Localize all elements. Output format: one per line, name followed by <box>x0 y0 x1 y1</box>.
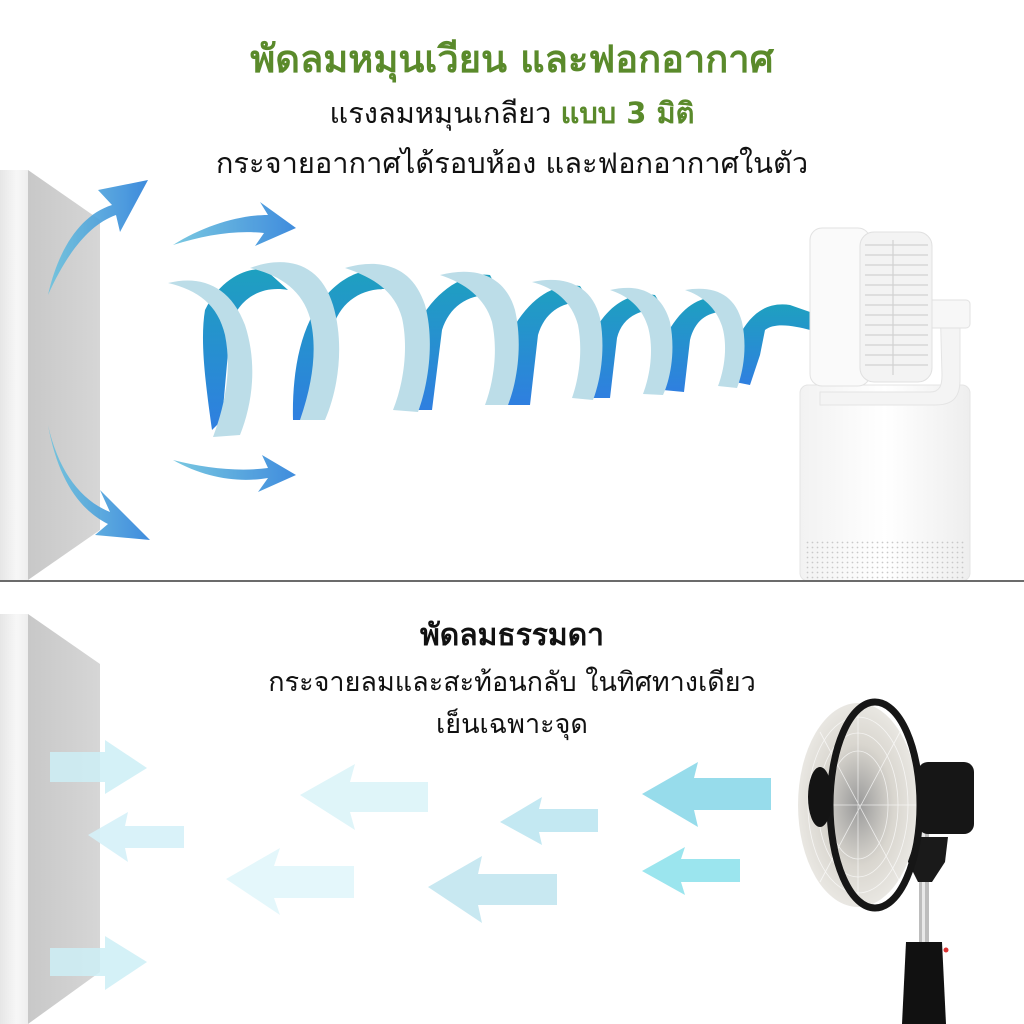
arrow-left-icon <box>300 764 428 830</box>
standard-fan-title: พัดลมธรรมดา <box>419 618 605 653</box>
standard-stand-fan <box>798 698 974 1024</box>
arrow-right-icon <box>50 936 147 990</box>
circulator-subtitle-line1: แรงลมหมุนเกลียว แบบ 3 มิติ <box>0 90 1024 136</box>
arrow-bottom-right-icon <box>173 455 296 492</box>
arrow-up-left-icon <box>48 180 148 295</box>
standard-fan-subtitle-line2: เย็นเฉพาะจุด <box>436 709 588 740</box>
circulator-title: พัดลมหมุนเวียน และฟอกอากาศ <box>250 37 774 81</box>
circulator-fan-panel: พัดลมหมุนเวียน และฟอกอากาศ แรงลมหมุนเกลี… <box>0 37 1024 581</box>
straight-arrows <box>50 740 771 990</box>
standard-fan-illustration <box>0 614 974 1024</box>
spiral-airflow <box>168 262 810 437</box>
circulator-subtitle-line2: กระจายอากาศได้รอบห้อง และฟอกอากาศในตัว <box>215 146 809 180</box>
arrow-left-icon <box>500 797 598 845</box>
subtitle-prefix: แรงลมหมุนเกลียว <box>329 96 561 130</box>
arrow-left-icon <box>428 856 557 923</box>
arrow-left-icon <box>642 847 740 895</box>
subtitle-accent-3d: แบบ 3 มิติ <box>560 96 695 130</box>
standard-fan-panel: พัดลมธรรมดา กระจายลมและสะท้อนกลับ ในทิศท… <box>0 582 1024 1024</box>
wall-block <box>0 170 100 580</box>
arrow-down-left-icon <box>48 425 150 540</box>
arrow-left-icon <box>642 762 771 827</box>
arrow-left-icon <box>226 848 354 915</box>
circulator-air-purifier-fan <box>799 227 971 581</box>
arrow-left-icon <box>88 812 184 862</box>
arrow-right-icon <box>50 740 147 794</box>
standard-fan-subtitle-line1: กระจายลมและสะท้อนกลับ ในทิศทางเดียว <box>268 667 756 698</box>
circulator-illustration <box>0 170 971 581</box>
wall-block <box>0 614 100 1024</box>
section-divider <box>0 580 1024 582</box>
arrow-top-right-icon <box>173 202 296 246</box>
curved-arrows <box>48 180 296 540</box>
